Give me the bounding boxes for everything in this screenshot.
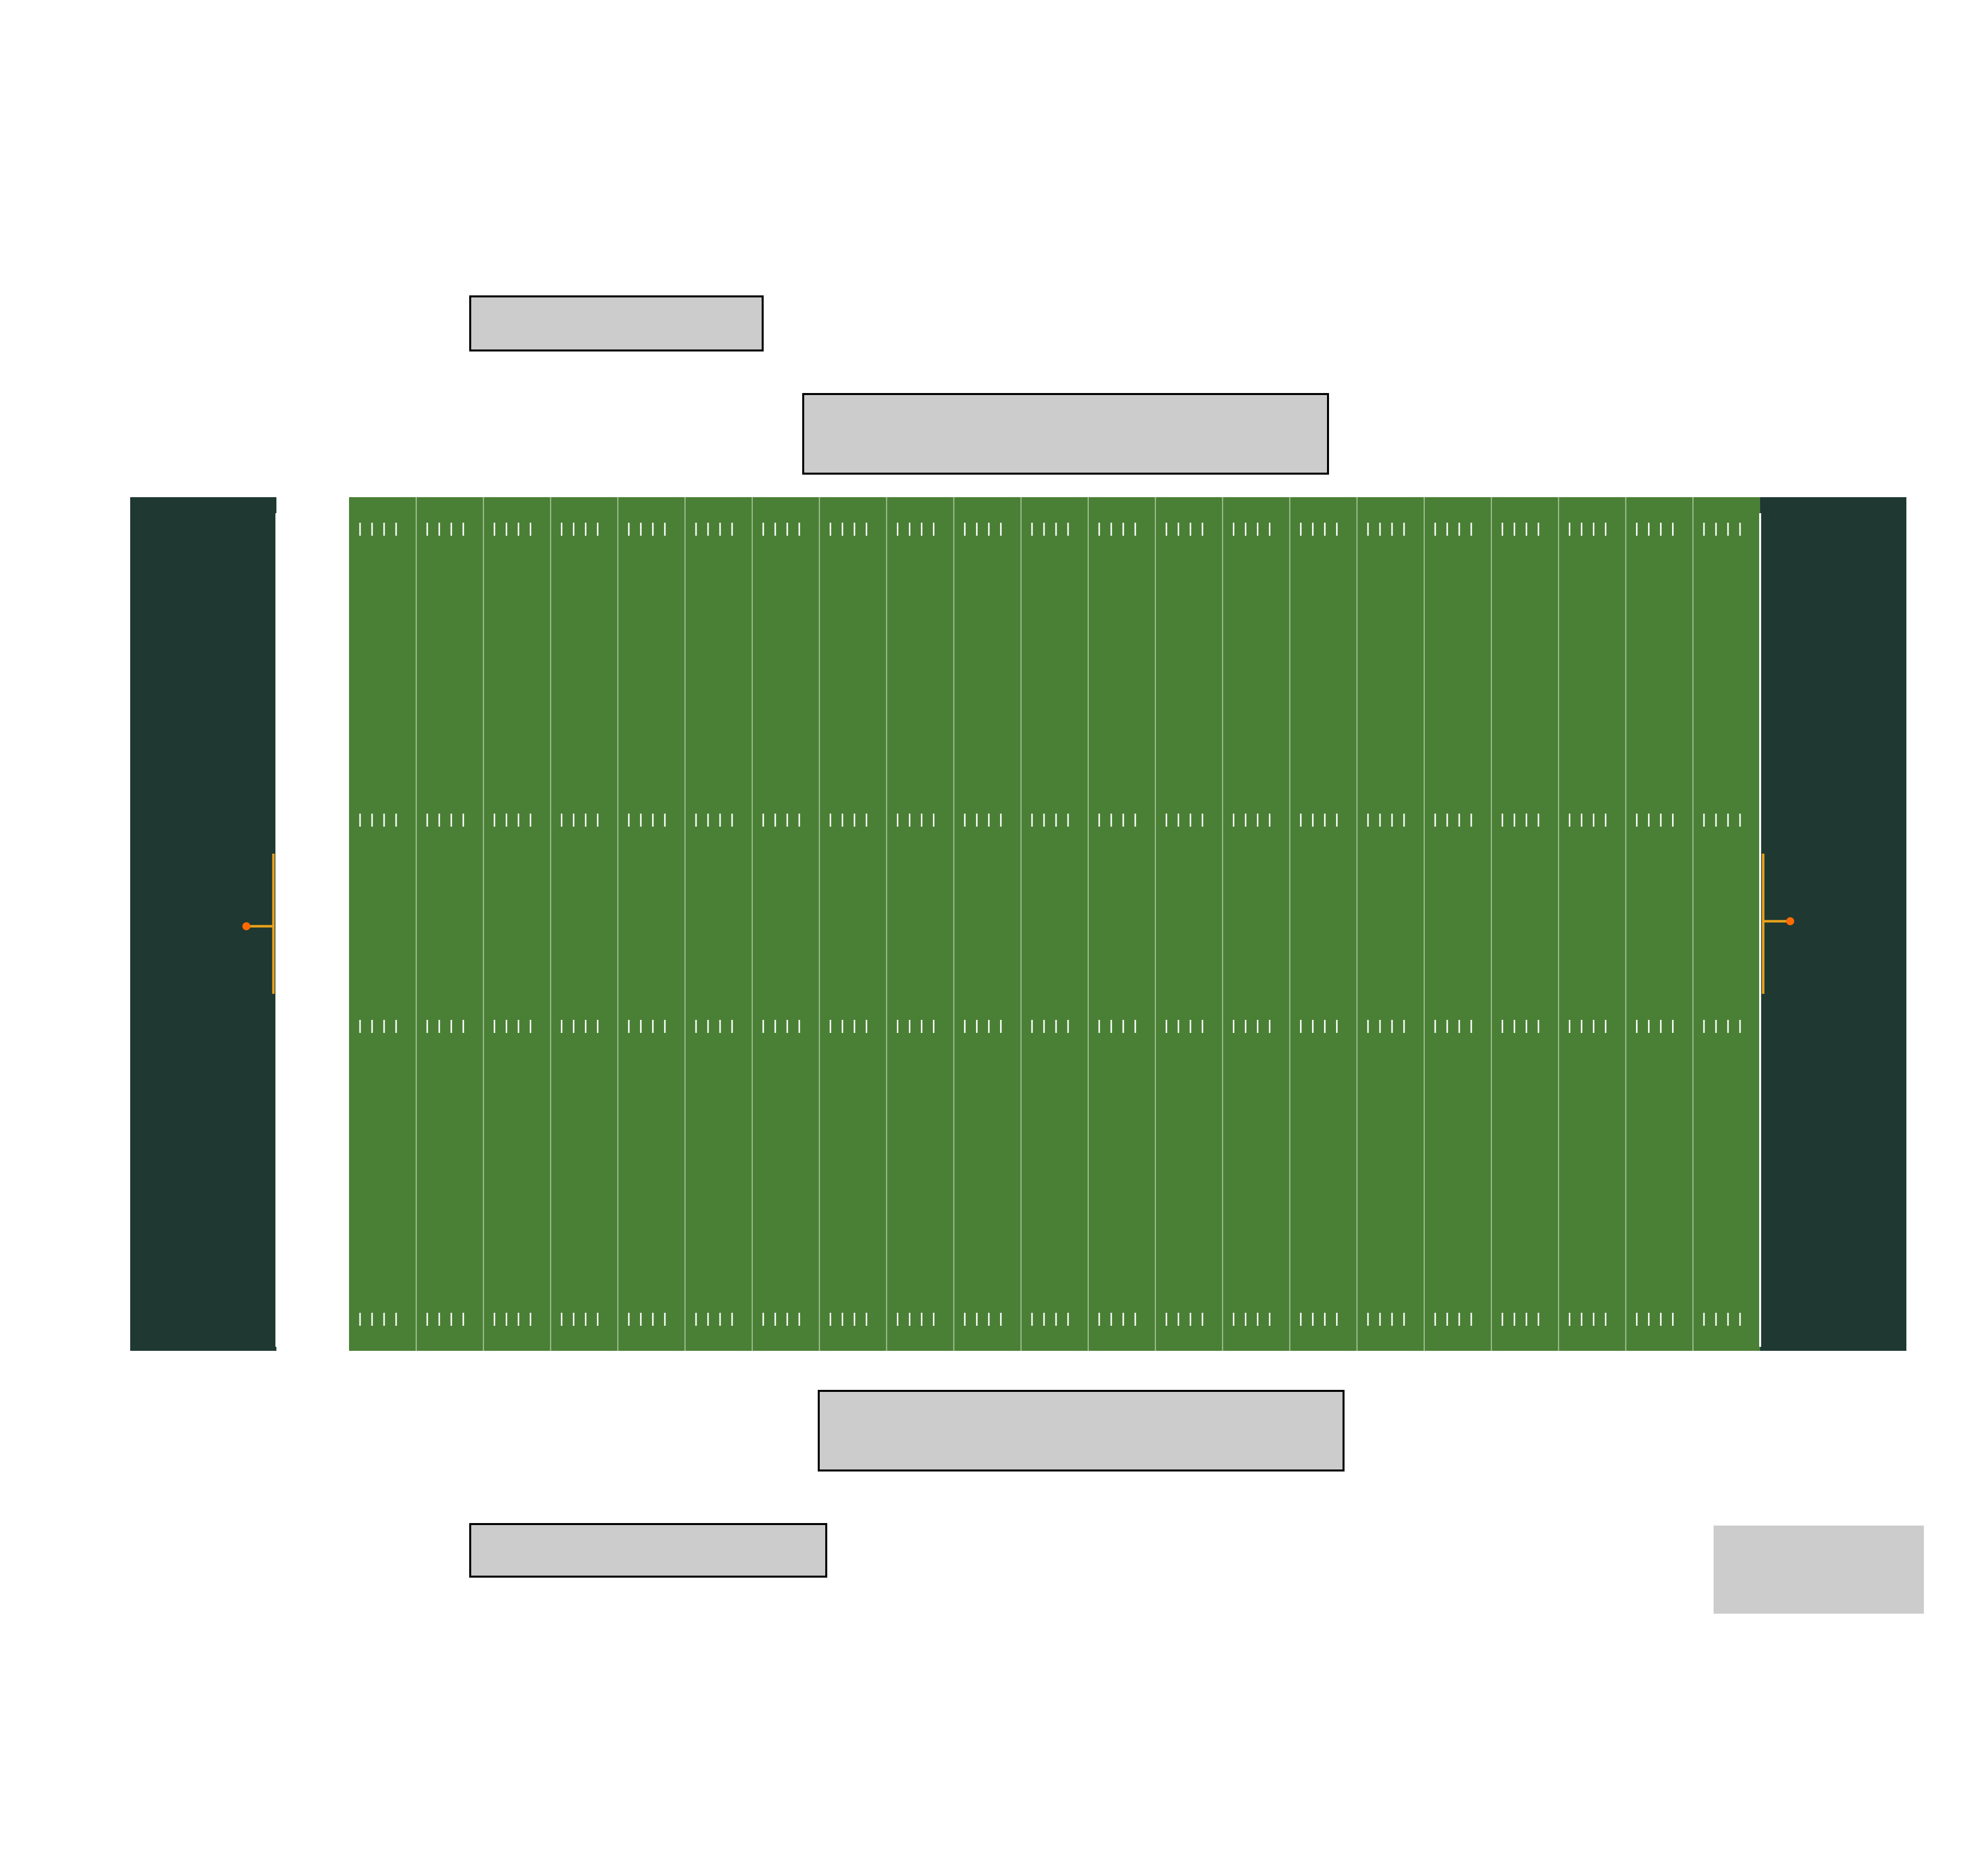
label-block-bottom-wide: [818, 1390, 1345, 1471]
label-block-corner: [1714, 1526, 1924, 1614]
label-block-bottom-small: [469, 1523, 827, 1578]
yard-lines: [416, 497, 1694, 1351]
goal-post-right-icon: [1762, 854, 1794, 994]
hash-marks: [359, 523, 1741, 1326]
label-block-top-small: [469, 295, 764, 351]
field-of-play: [349, 497, 1760, 1351]
label-block-top-wide: [802, 393, 1329, 475]
end-zone-right: [1760, 497, 1906, 1351]
goal-post-left-icon: [242, 854, 275, 994]
end-zone-left: [130, 497, 276, 1351]
